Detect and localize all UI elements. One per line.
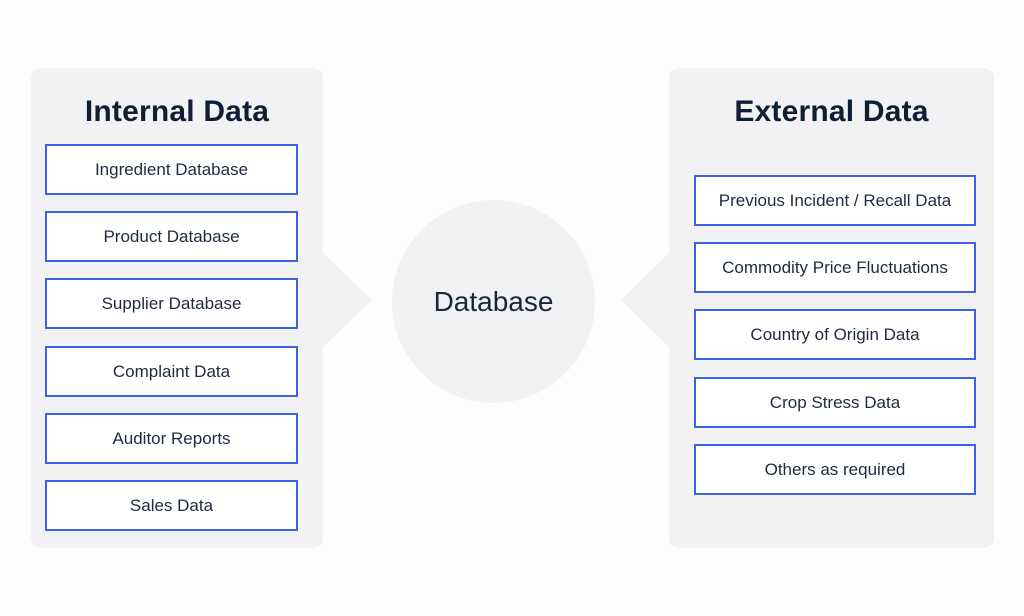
internal-item-product-database: Product Database	[45, 211, 298, 262]
database-circle: Database	[392, 200, 595, 403]
internal-item-supplier-database: Supplier Database	[45, 278, 298, 329]
external-data-panel: External Data Previous Incident / Recall…	[669, 68, 994, 548]
internal-data-panel: Internal Data Ingredient Database Produc…	[31, 68, 323, 548]
external-item-crop-stress-data: Crop Stress Data	[694, 377, 976, 428]
internal-item-complaint-data: Complaint Data	[45, 346, 298, 397]
database-label: Database	[433, 285, 554, 317]
internal-data-title: Internal Data	[84, 95, 270, 128]
external-item-commodity-price-fluctuations: Commodity Price Fluctuations	[694, 242, 976, 293]
internal-item-ingredient-database: Ingredient Database	[45, 144, 298, 195]
internal-to-database-arrow	[322, 252, 372, 348]
external-to-database-arrow	[621, 252, 670, 348]
external-item-others-as-required: Others as required	[694, 444, 976, 495]
external-item-country-of-origin-data: Country of Origin Data	[694, 309, 976, 360]
internal-item-auditor-reports: Auditor Reports	[45, 413, 298, 464]
external-data-title: External Data	[734, 95, 929, 128]
internal-item-sales-data: Sales Data	[45, 480, 298, 531]
external-item-previous-incident-recall-data: Previous Incident / Recall Data	[694, 175, 976, 226]
